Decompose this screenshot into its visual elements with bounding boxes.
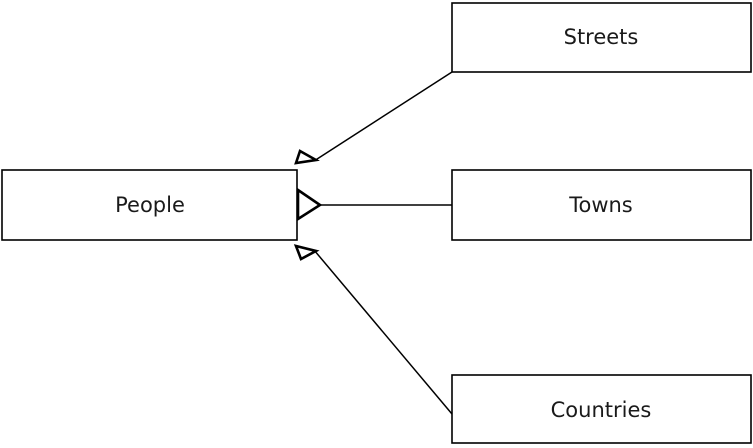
node-towns-label: Towns [568, 193, 633, 217]
node-people[interactable]: People [1, 169, 298, 241]
arrowheads-group [293, 149, 323, 261]
node-towns[interactable]: Towns [451, 169, 752, 241]
arrowhead-streets-icon [294, 149, 320, 165]
node-people-label: People [115, 193, 185, 217]
node-streets-label: Streets [564, 25, 639, 49]
node-towns-box[interactable] [451, 169, 752, 241]
arrowhead-countries-icon [293, 244, 320, 261]
connector-people-streets[interactable] [313, 71, 453, 162]
connectors-group [313, 71, 453, 415]
arrowhead-towns-icon [296, 187, 323, 222]
node-streets[interactable]: Streets [451, 2, 752, 73]
connector-people-countries[interactable] [313, 249, 453, 415]
node-streets-box[interactable] [451, 2, 752, 73]
node-countries[interactable]: Countries [451, 374, 752, 444]
node-people-box[interactable] [1, 169, 298, 241]
node-countries-label: Countries [551, 398, 652, 422]
node-countries-box[interactable] [451, 374, 752, 444]
